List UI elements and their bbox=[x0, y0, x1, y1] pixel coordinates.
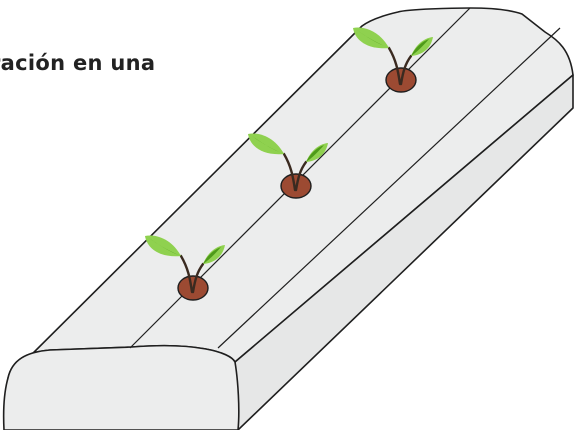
seedling-stem bbox=[387, 46, 413, 86]
leaf-icon bbox=[306, 145, 324, 162]
leaf-icon bbox=[203, 247, 221, 264]
caption-text: ración en una bbox=[0, 51, 156, 75]
leaf-icon bbox=[248, 133, 284, 155]
bed-front-face bbox=[2, 344, 240, 430]
seedling bbox=[248, 133, 328, 199]
leaf-icon bbox=[145, 235, 181, 257]
leaf-icon bbox=[353, 27, 389, 49]
seedling bbox=[353, 27, 433, 93]
seedling-stem bbox=[282, 152, 308, 192]
seedling bbox=[145, 235, 225, 301]
leaf-icon bbox=[411, 39, 429, 56]
planting-line-right bbox=[217, 27, 561, 349]
seedling-stem bbox=[179, 254, 205, 294]
